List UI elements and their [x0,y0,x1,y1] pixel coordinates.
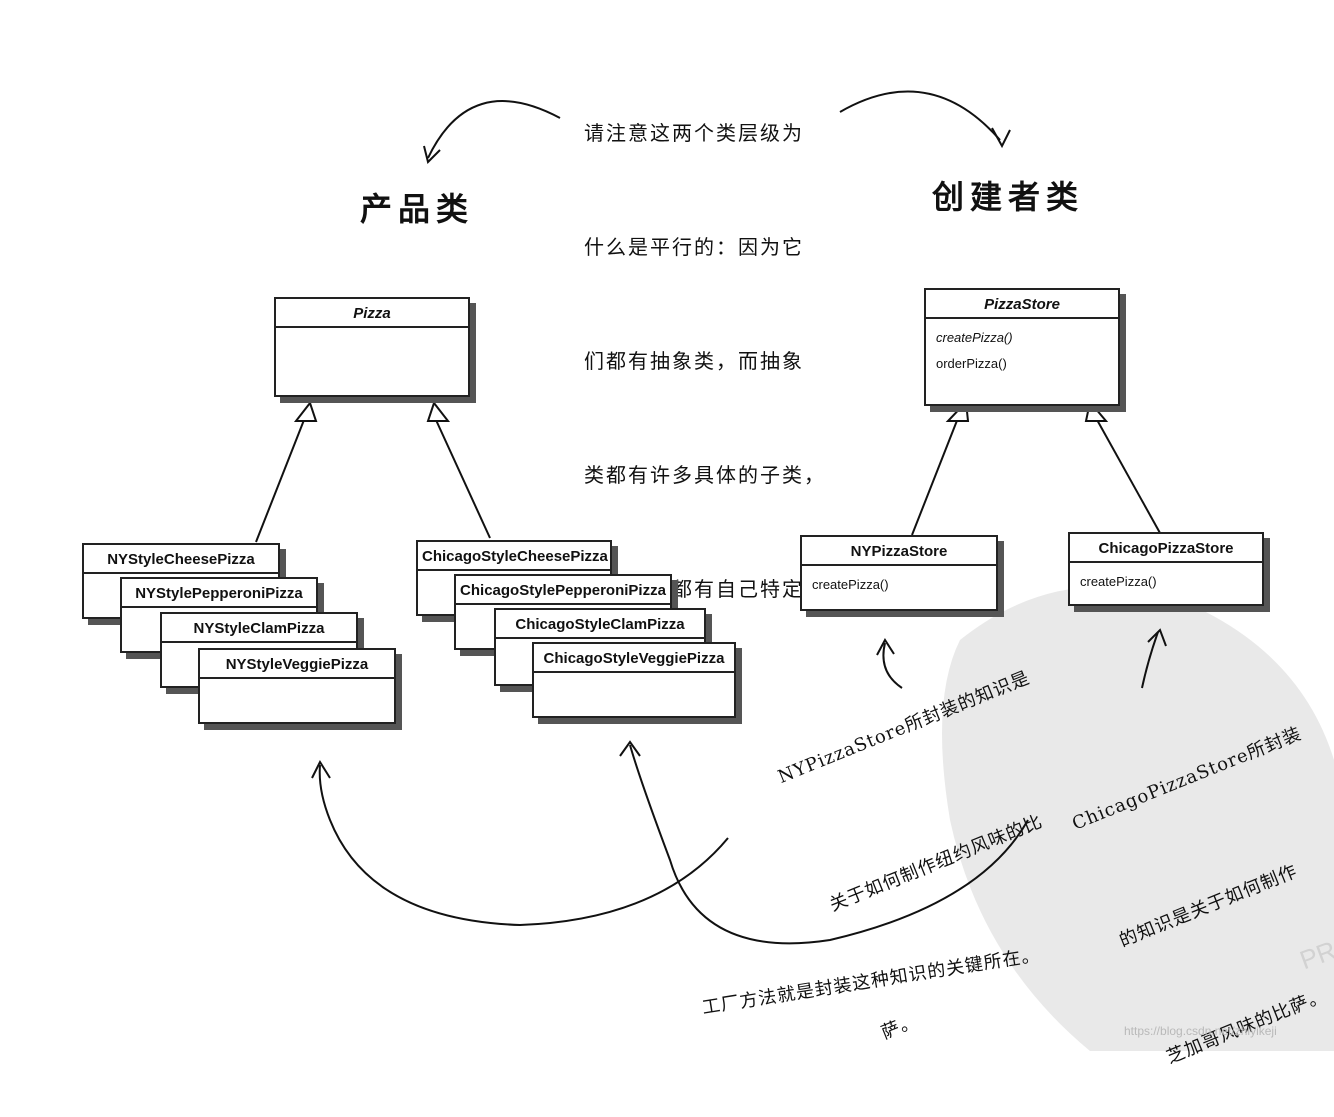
class-name: NYPizzaStore [802,537,996,566]
class-name: NYStyleVeggiePizza [200,650,394,679]
top-note-line: 请注意这两个类层级为 [584,121,804,145]
operation: orderPizza() [936,356,1007,371]
operation: createPizza() [1080,574,1157,589]
class-name: ChicagoStylePepperoniPizza [456,576,670,605]
watermark-url: https://blog.csdn.net/zhiyikeji [1124,1024,1277,1038]
pizzastore-class: PizzaStore createPizza() orderPizza() [924,288,1120,406]
product-heading: 产品类 [360,190,475,228]
class-name: ChicagoStyleClamPizza [496,610,704,639]
nypizzastore-class: NYPizzaStore createPizza() [800,535,998,611]
class-name: Pizza [276,299,468,328]
top-note-line: 什么是平行的：因为它 [584,235,804,259]
ny-annotation-line: NYPizzaStore所封装的知识是 [774,667,1034,788]
top-note-line: 们都有抽象类，而抽象 [584,349,804,373]
chicago-annotation-line: 芝加哥风味的比萨。 [1163,984,1331,1069]
class-name: NYStyleClamPizza [162,614,356,643]
chicago-veggie-pizza-class: ChicagoStyleVeggiePizza [532,642,736,718]
class-name: ChicagoStyleCheesePizza [418,542,610,571]
connectors [255,90,1167,945]
creator-heading: 创建者类 [932,178,1085,216]
class-name: PizzaStore [926,290,1118,319]
operation: createPizza() [936,330,1013,345]
ny-veggie-pizza-class: NYStyleVeggiePizza [198,648,396,724]
top-note-line: 类都有许多具体的子类， [584,463,826,487]
class-name: ChicagoPizzaStore [1070,534,1262,563]
chicago-annotation-line: 的知识是关于如何制作 [1116,860,1301,952]
chicagopizzastore-class: ChicagoPizzaStore createPizza() [1068,532,1264,606]
operation: createPizza() [812,577,889,592]
watermark-stamp [942,586,1334,1051]
pizza-class: Pizza [274,297,470,397]
class-name: NYStyleCheesePizza [84,545,278,574]
class-name: NYStylePepperoniPizza [122,579,316,608]
class-name: ChicagoStyleVeggiePizza [534,644,734,673]
ny-annotation-line: 关于如何制作纽约风味的比 [826,810,1046,916]
chicago-annotation-line: ChicagoPizzaStore所封装 [1069,723,1305,835]
